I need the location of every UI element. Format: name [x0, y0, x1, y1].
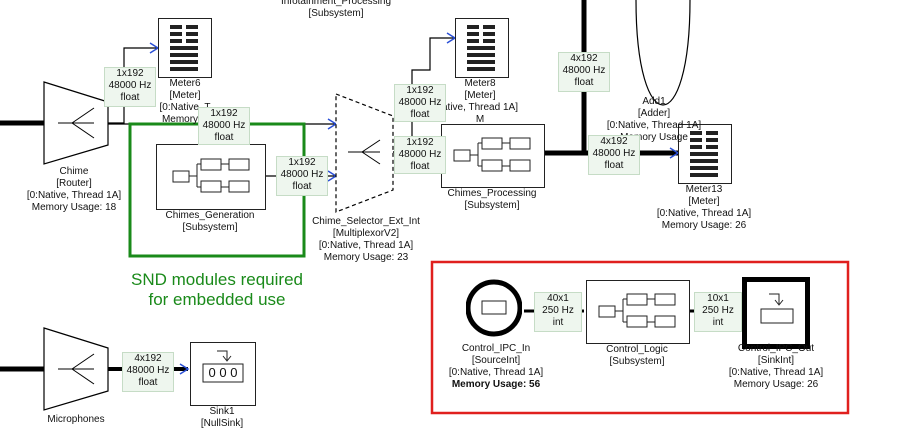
source-icon	[465, 279, 523, 337]
subsystem-icon	[598, 293, 676, 328]
red-highlight-box	[430, 260, 850, 415]
control-ipc-in-label: Control_IPC_In[SourceInt][0:Native, Thre…	[440, 343, 552, 391]
sink1-block[interactable]: 0 0 0	[190, 342, 256, 406]
sink1-label: Sink1[NullSink]	[200, 406, 244, 429]
meter-icon	[690, 131, 718, 177]
chimes-generation-label: Chimes_Generation[Subsystem]	[165, 210, 255, 233]
meter8-label: Meter8[Meter]ative, Thread 1A]M	[442, 78, 518, 125]
microphones-label: Microphones	[47, 414, 105, 425]
meter6-block[interactable]	[158, 18, 212, 78]
control-logic-block[interactable]	[586, 280, 690, 344]
chimes-processing-block[interactable]	[441, 124, 545, 188]
control-ipc-out-label: Control_IPC_Out[SinkInt][0:Native, Threa…	[728, 343, 824, 390]
add1-label: Add1[Adder][0:Native, Thread 1A]Memory U…	[606, 96, 702, 143]
subsystem-icon	[453, 137, 531, 172]
adder-shape	[635, 0, 691, 106]
control-ipc-in-block[interactable]	[465, 277, 523, 339]
meter8-block[interactable]	[455, 18, 509, 78]
sink-display: 0 0 0	[208, 365, 238, 380]
chimes-generation-block[interactable]	[156, 144, 266, 210]
control-logic-label: Control_Logic[Subsystem]	[606, 344, 668, 367]
meter13-label: Meter13[Meter][0:Native, Thread 1A]Memor…	[656, 184, 752, 231]
selector-shape	[335, 93, 394, 213]
memory-usage-highlight: Memory Usage: 56	[451, 379, 541, 390]
chime-label: Chime[Router][0:Native, Thread 1A]Memory…	[26, 166, 122, 213]
sink-icon	[202, 350, 244, 383]
meter-icon	[170, 25, 198, 71]
subsystem-top-name: Infotainment_Processing	[280, 0, 392, 7]
wire-selector-meter8b	[411, 37, 455, 100]
subsystem-top-type: [Subsystem]	[308, 8, 364, 19]
control-ipc-out-block[interactable]	[742, 277, 810, 349]
meter-icon	[467, 25, 495, 71]
meter13-block[interactable]	[678, 124, 732, 184]
subsystem-top-label: Infotainment_Processing [Subsystem]	[268, 0, 404, 20]
sink-icon	[760, 293, 794, 324]
chimes-processing-label: Chimes_Processing[Subsystem]	[447, 188, 537, 211]
selector-label: Chime_Selector_Ext_Int[MultiplexorV2][0:…	[312, 216, 420, 263]
subsystem-icon	[172, 158, 250, 193]
arrow-sink	[179, 363, 190, 375]
